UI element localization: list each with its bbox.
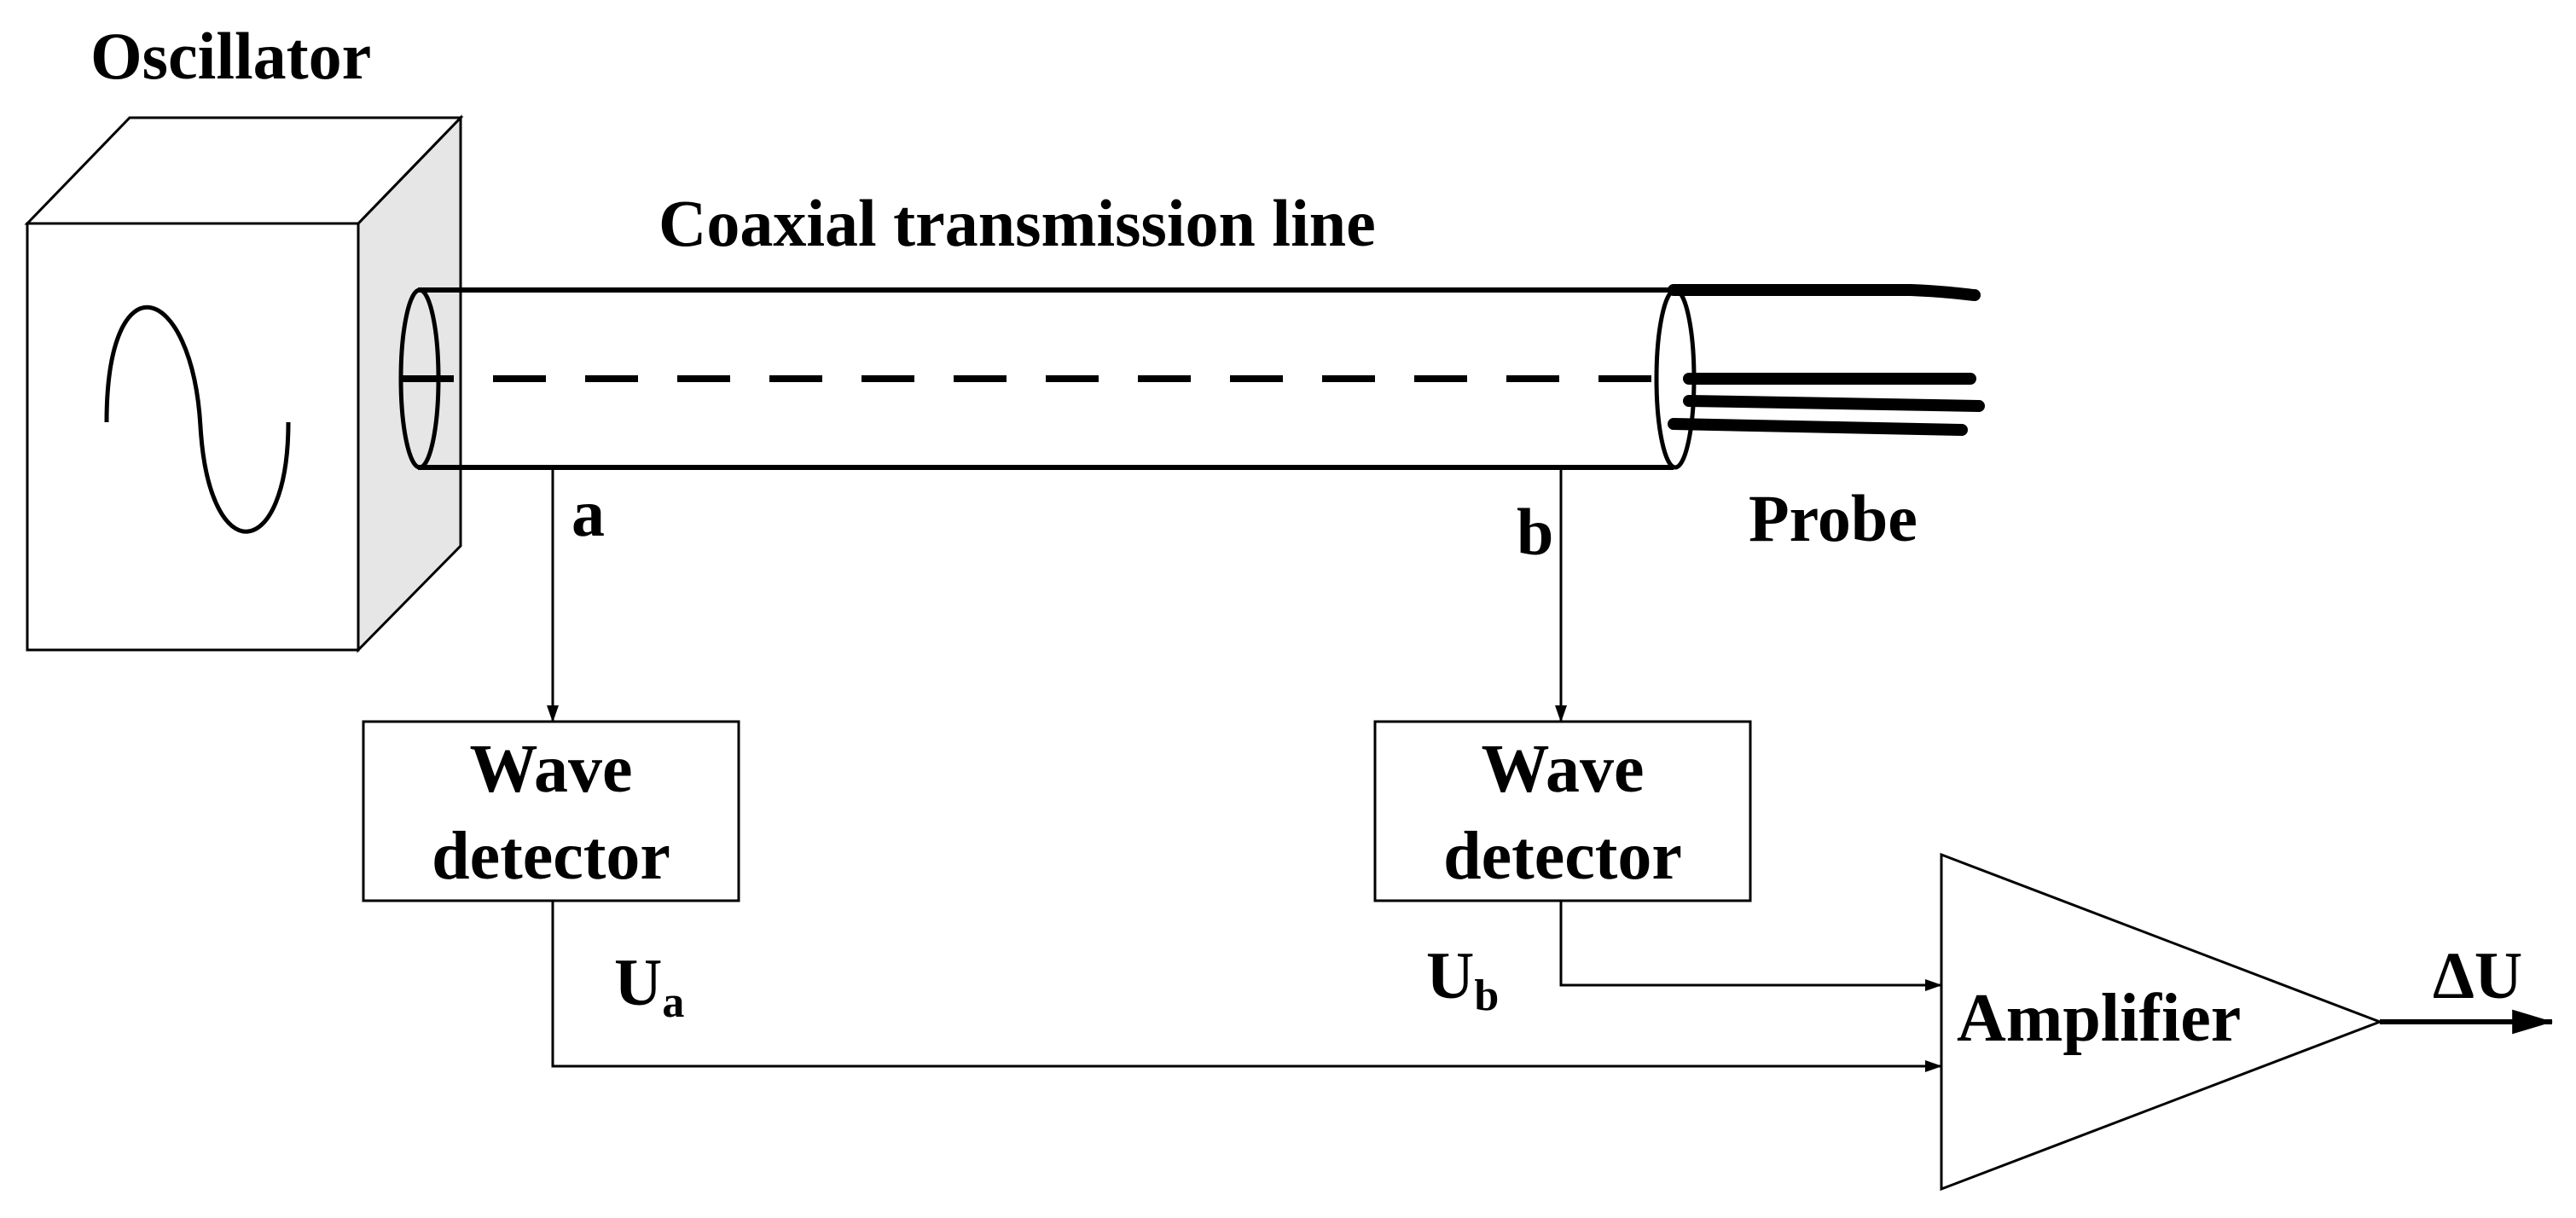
ub-subscript: b <box>1474 972 1499 1020</box>
point-a-label: a <box>571 476 605 550</box>
ua-signal-line <box>551 901 1942 1072</box>
ua-subscript: a <box>662 978 684 1027</box>
probe-label: Probe <box>1749 481 1917 555</box>
sine-wave-icon <box>104 305 291 534</box>
ub-main: U <box>1426 938 1474 1012</box>
coaxial-line-label: Coaxial transmission line <box>659 186 1376 260</box>
ua-label: Ua <box>614 945 684 1027</box>
oscillator-front-face <box>26 222 360 652</box>
ua-main: U <box>614 945 662 1019</box>
amplifier-triangle <box>1940 852 2384 1192</box>
wave-detector-a <box>362 720 740 902</box>
detector-b-line2: detector <box>1443 819 1682 894</box>
output-delta-u-label: ΔU <box>2433 938 2522 1012</box>
ub-label: Ub <box>1426 938 1499 1020</box>
detector-a-line2: detector <box>432 819 670 894</box>
coaxial-line <box>398 287 1697 470</box>
oscillator-box <box>24 114 464 653</box>
point-b-label: b <box>1517 495 1553 569</box>
ub-signal-line <box>1559 901 1942 991</box>
detector-b-line1: Wave <box>1481 732 1644 807</box>
probe <box>1668 284 1985 436</box>
wave-detector-b <box>1373 720 1752 902</box>
oscillator-label: Oscillator <box>90 19 371 93</box>
amplifier-label: Amplifier <box>1957 981 2241 1056</box>
detector-a-line1: Wave <box>469 732 632 807</box>
